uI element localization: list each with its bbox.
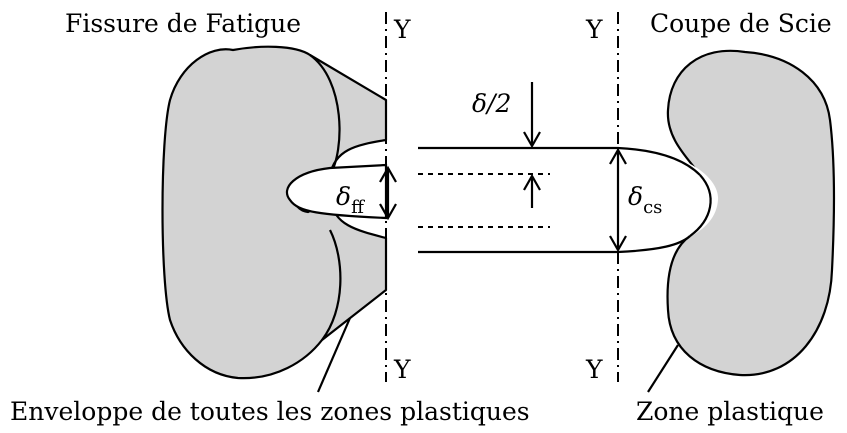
- saw-cut-label: Coupe de Scie: [650, 9, 832, 38]
- saw-cut-tip: [689, 174, 712, 237]
- delta-ff-symbol: δ: [336, 182, 351, 211]
- axis-label-top-left: Y: [393, 15, 411, 44]
- plastic-zone-envelope: [161, 45, 388, 380]
- plastic-zone-leader-line: [647, 344, 679, 393]
- delta-ff-arrowhead-top: [379, 165, 397, 183]
- plastic-zone-label: Zone plastique: [636, 397, 824, 426]
- fatigue-crack-opening: [285, 163, 388, 220]
- fatigue-crack-label: Fissure de Fatigue: [65, 9, 301, 38]
- delta-cs-subscript: cs: [643, 197, 662, 218]
- plastic-zone-outline-left: [309, 54, 341, 176]
- delta-cs-arrowhead-top: [609, 147, 627, 165]
- plastic-zone-right: [666, 49, 836, 377]
- axis-label-top-right: Y: [585, 15, 603, 44]
- delta-ff-label: δff: [336, 182, 365, 218]
- delta-half-label: δ/2: [472, 89, 511, 118]
- saw-cut-top-line: [418, 146, 701, 176]
- delta-half-arrowhead-top: [523, 131, 541, 149]
- delta-cs-label: δcs: [628, 182, 662, 218]
- axis-label-bottom-left: Y: [393, 355, 411, 384]
- delta-ff-subscript: ff: [351, 197, 365, 218]
- delta-cs-symbol: δ: [628, 182, 643, 211]
- axis-label-bottom-right: Y: [585, 355, 603, 384]
- delta-ff-arrowhead-bottom: [379, 203, 397, 221]
- envelope-leader-line: [316, 317, 352, 393]
- saw-cut-opening: [418, 148, 719, 252]
- envelope-label: Enveloppe de toutes les zones plastiques: [10, 397, 530, 426]
- delta-half-arrowhead-bottom: [523, 173, 541, 191]
- delta-cs-arrowhead-bottom: [609, 235, 627, 253]
- plastic-zone-outline-left-lower: [321, 229, 342, 341]
